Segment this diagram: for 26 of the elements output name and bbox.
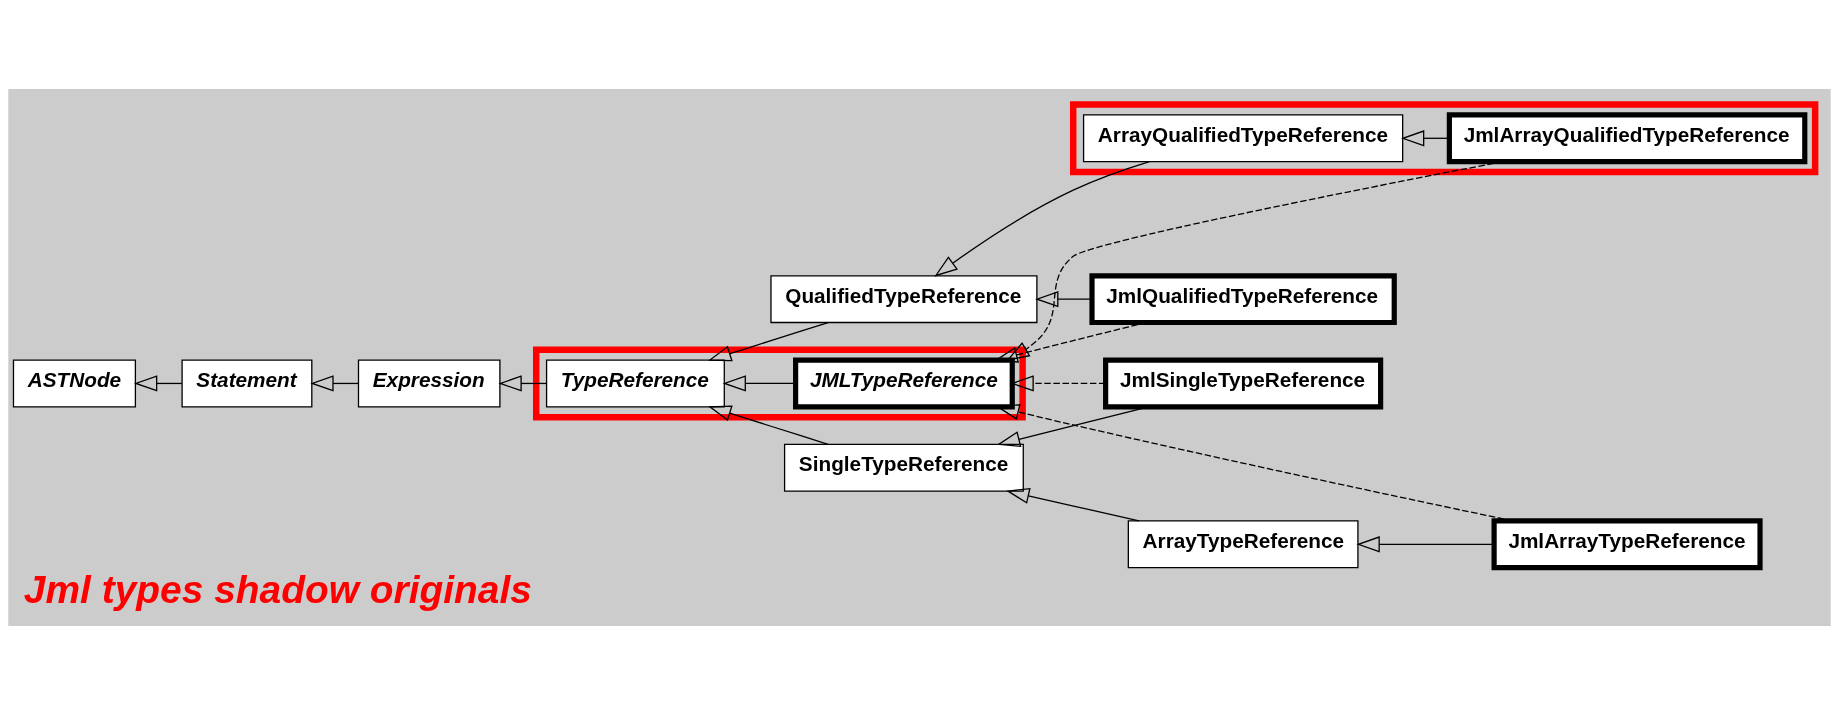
arrow	[1356, 535, 1495, 552]
arrow	[498, 374, 547, 392]
node-box: Expression	[357, 358, 501, 407]
node-box: ArrayTypeReference	[1127, 519, 1359, 568]
node-box: QualifiedTypeReference	[770, 274, 1038, 323]
node-box: JmlSingleTypeReference	[1103, 357, 1384, 409]
arrow	[1006, 487, 1140, 522]
node-box: JmlArrayQualifiedTypeReference	[1446, 111, 1808, 164]
arrow	[310, 374, 360, 392]
node-box: JMLTypeReference	[793, 357, 1015, 409]
caption: Jml types shadow originals	[23, 567, 532, 611]
arrow	[934, 160, 1151, 277]
arrow	[1035, 290, 1093, 307]
arrow	[722, 374, 796, 392]
node-box: TypeReference	[545, 358, 725, 407]
node-box: SingleTypeReference	[783, 443, 1024, 492]
node-box: ASTNode	[12, 358, 137, 407]
node-box: JmlQualifiedTypeReference	[1089, 272, 1397, 325]
cluster	[1069, 100, 1819, 175]
arrow	[133, 374, 183, 392]
arrow	[708, 321, 829, 361]
node-box: JmlArrayTypeReference	[1491, 517, 1763, 570]
arrow	[708, 405, 829, 445]
arrow	[1400, 129, 1450, 146]
node-box: Statement	[181, 358, 313, 407]
node-box: ArrayQualifiedTypeReference	[1082, 113, 1404, 162]
